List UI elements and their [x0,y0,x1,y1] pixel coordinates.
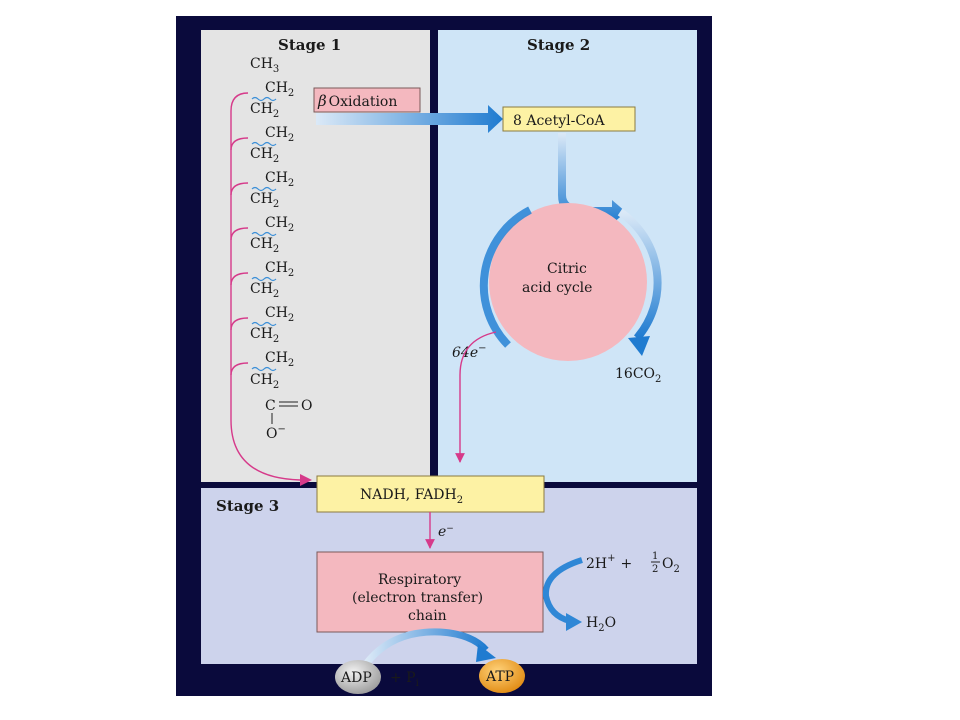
cycle-label-line1: Citric [547,261,587,277]
electron-brackets [230,92,301,481]
stage1-title: Stage 1 [278,36,341,54]
bracket-arrowhead [300,474,312,486]
palmitate-chain: CH3 CH2 CH2 CH2 CH2 CH2 CH2 CH2 CH2 CH2 … [230,56,312,486]
svg-text:(electron transfer): (electron transfer) [352,590,483,606]
atp-arrowhead [476,644,496,662]
o2-label: O2 [662,556,680,575]
ch2-group: CH2 [250,281,279,300]
half-numerator: 1 [652,551,658,562]
ch2-group: CH2 [265,215,294,234]
nadh-fadh2-box: NADH, FADH2 [316,475,545,513]
ch2-group: CH2 [265,80,294,99]
cycle-label-line2: acid cycle [522,280,592,296]
adp-label: ADP [340,670,372,686]
ch2-group: CH2 [250,372,279,391]
ch2-group: CH2 [250,236,279,255]
ch2-group: CH2 [250,101,279,120]
acetyl-coa-box: 8 Acetyl-CoA [502,106,636,132]
stage2-title: Stage 2 [527,36,590,54]
co2-arrowhead [628,336,650,356]
cycle-arrow-right [617,208,662,341]
citric-acid-cycle [489,203,647,361]
oxygen-to-water-arrow [542,557,583,624]
svg-text:chain: chain [408,608,447,624]
phosphate-label: + Pi [390,670,419,689]
beta-to-acetyl-arrow [316,105,503,133]
ch2-group: CH2 [265,170,294,189]
atp-label: ATP [485,669,514,685]
adp-to-atp-arrow [363,628,489,667]
ch2-group: CH2 [265,260,294,279]
ch2-group: CH2 [265,350,294,369]
atp-node [479,659,525,693]
ch3-group: CH3 [250,56,279,75]
water-label: H2O [586,615,616,634]
adp-node [335,660,381,694]
svg-text:NADH, FADH2: NADH, FADH2 [360,487,463,506]
ch2-group: CH2 [250,191,279,210]
carboxylate-oxygen: O− [266,424,286,442]
water-arrowhead [566,613,582,631]
svg-text:8 Acetyl-CoA: 8 Acetyl-CoA [513,113,605,129]
cleavage-marks [251,96,277,372]
cycle-electron-arrow [455,331,497,463]
co2-label: 16CO2 [615,366,661,385]
ch2-group: CH2 [250,146,279,165]
ch2-group: CH2 [250,326,279,345]
ch2-group: CH2 [265,305,294,324]
carbonyl-carbon: C [265,398,276,414]
svg-text:Respiratory: Respiratory [378,572,461,588]
e-minus-label: e− [438,524,454,540]
stage3-title: Stage 3 [216,497,279,515]
respiratory-chain-box: Respiratory (electron transfer) chain [316,551,544,633]
carbonyl-oxygen: O [301,398,312,414]
ch2-group: CH2 [265,125,294,144]
half-denominator: 2 [652,564,658,575]
hydrogen-oxygen-label: 2H++ [586,553,632,572]
cycle-arrow-outer [479,206,532,348]
